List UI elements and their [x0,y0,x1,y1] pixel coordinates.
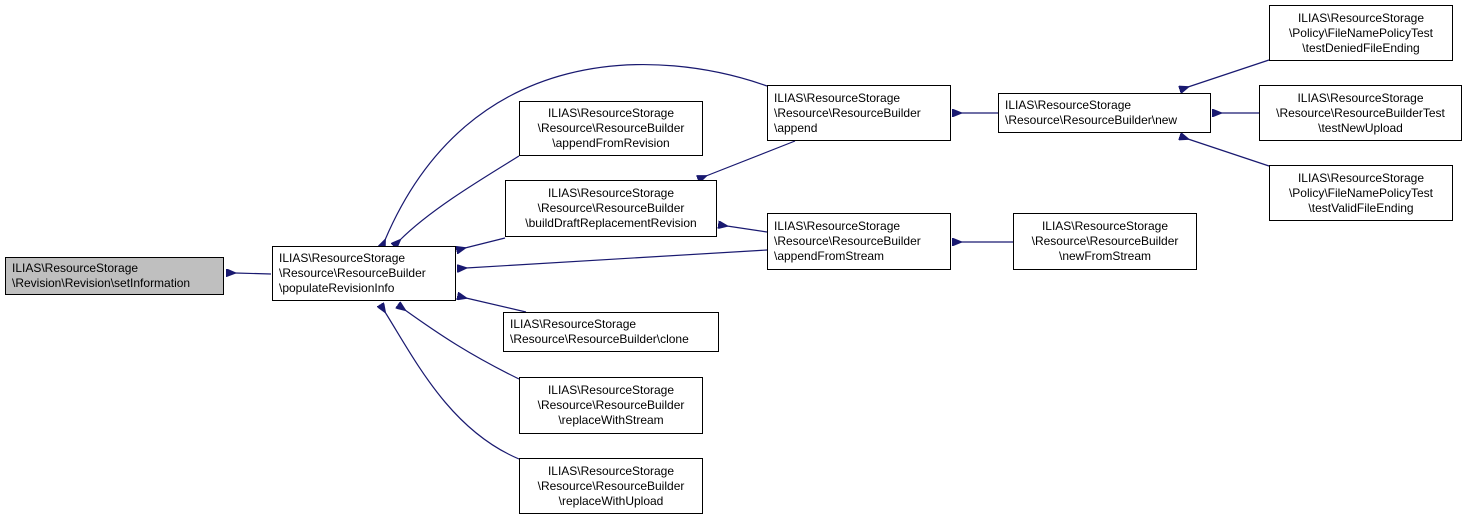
node-label-line: ILIAS\ResourceStorage [774,219,901,233]
node-label-line: \replaceWithStream [558,413,664,427]
node-label-line: ILIAS\ResourceStorage [1297,170,1425,185]
edge-clone-populateRevisionInfo [466,298,527,313]
node-label-line: \Resource\ResourceBuilder\new [1005,113,1178,127]
node-build-draft-replacement-revision[interactable]: ILIAS\ResourceStorage\Resource\ResourceB… [505,180,717,237]
node-label-line: \testDeniedFileEnding [1302,40,1420,55]
edge-buildDraftReplacementRevision-populateRevisionInfo [465,237,506,248]
node-label-line: \Resource\ResourceBuilder [537,121,685,135]
node-label-line: ILIAS\ResourceStorage [547,186,675,200]
node-label-line: \appendFromRevision [552,136,670,150]
node-label-line: ILIAS\ResourceStorage [547,106,675,120]
node-label-line: \Resource\ResourceBuilder [774,105,921,120]
edge-append-populateRevisionInfo [385,64,768,240]
edge-replaceWithStream-populateRevisionInfo [405,310,520,380]
node-label-line: ILIAS\ResourceStorage [1297,90,1424,105]
node-label-line: ILIAS\ResourceStorage [774,90,901,105]
node-test-valid-file-ending[interactable]: ILIAS\ResourceStorage\Policy\FileNamePol… [1269,165,1453,221]
node-append[interactable]: ILIAS\ResourceStorage\Resource\ResourceB… [767,85,951,141]
node-test-new-upload[interactable]: ILIAS\ResourceStorage\Resource\ResourceB… [1259,85,1462,141]
node-label-line: \testValidFileEnding [1308,200,1414,215]
node-label-line: \buildDraftReplacementRevision [525,216,697,230]
node-label-line: \appendFromStream [774,249,885,263]
edge-appendFromStream-populateRevisionInfo [466,249,768,268]
node-replace-with-upload[interactable]: ILIAS\ResourceStorage\Resource\ResourceB… [519,458,703,514]
node-new-from-stream[interactable]: ILIAS\ResourceStorage\Resource\ResourceB… [1013,213,1197,270]
node-label-line: ILIAS\ResourceStorage [1041,219,1169,233]
node-label-line: \newFromStream [1058,249,1152,263]
node-test-denied-file-ending[interactable]: ILIAS\ResourceStorage\Policy\FileNamePol… [1269,5,1453,61]
edge-appendFromStream-buildDraftReplacementRevision [727,226,768,233]
node-label-line: \append [774,120,818,135]
node-new[interactable]: ILIAS\ResourceStorage\Resource\ResourceB… [998,93,1211,133]
node-append-from-revision[interactable]: ILIAS\ResourceStorage\Resource\ResourceB… [519,101,703,156]
node-label-line: \replaceWithUpload [558,493,664,508]
node-label-line: \Resource\ResourceBuilderTest [1276,105,1445,120]
node-label-line: \Resource\ResourceBuilder [1031,234,1179,248]
node-label-line: ILIAS\ResourceStorage [1297,10,1425,25]
node-set-information: ILIAS\ResourceStorage\Revision\Revision\… [5,257,224,295]
node-label-line: \Revision\Revision\setInformation [12,276,191,290]
node-label-line: \Resource\ResourceBuilder [279,266,426,280]
edge-replaceWithUpload-populateRevisionInfo [385,312,520,460]
node-label-line: ILIAS\ResourceStorage [279,251,406,265]
edge-testDeniedFileEnding-new [1188,59,1270,87]
node-append-from-stream[interactable]: ILIAS\ResourceStorage\Resource\ResourceB… [767,213,951,270]
node-label-line: \Resource\ResourceBuilder\clone [510,332,689,346]
node-clone[interactable]: ILIAS\ResourceStorage\Resource\ResourceB… [503,312,719,352]
node-label-line: \Policy\FileNamePolicyTest [1288,25,1434,40]
node-label-line: \Policy\FileNamePolicyTest [1288,185,1434,200]
node-label-line: ILIAS\ResourceStorage [547,463,675,478]
node-label-line: ILIAS\ResourceStorage [510,317,637,331]
node-label-line: \Resource\ResourceBuilder [537,201,685,215]
node-label-line: ILIAS\ResourceStorage [1005,98,1132,112]
edge-append-buildDraftReplacementRevision [706,140,796,176]
node-label-line: \Resource\ResourceBuilder [537,398,685,412]
edge-testValidFileEnding-new [1188,139,1270,167]
node-label-line: \Resource\ResourceBuilder [774,234,921,248]
node-label-line: ILIAS\ResourceStorage [12,261,139,275]
node-populate-revision-info[interactable]: ILIAS\ResourceStorage\Resource\ResourceB… [272,246,456,301]
edge-appendFromRevision-populateRevisionInfo [400,155,520,240]
node-label-line: \Resource\ResourceBuilder [537,478,685,493]
node-label-line: \populateRevisionInfo [279,281,395,295]
node-label-line: \testNewUpload [1318,120,1403,135]
node-label-line: ILIAS\ResourceStorage [547,383,675,397]
edge-populateRevisionInfo-setInformation [235,273,272,274]
node-replace-with-stream[interactable]: ILIAS\ResourceStorage\Resource\ResourceB… [519,377,703,434]
